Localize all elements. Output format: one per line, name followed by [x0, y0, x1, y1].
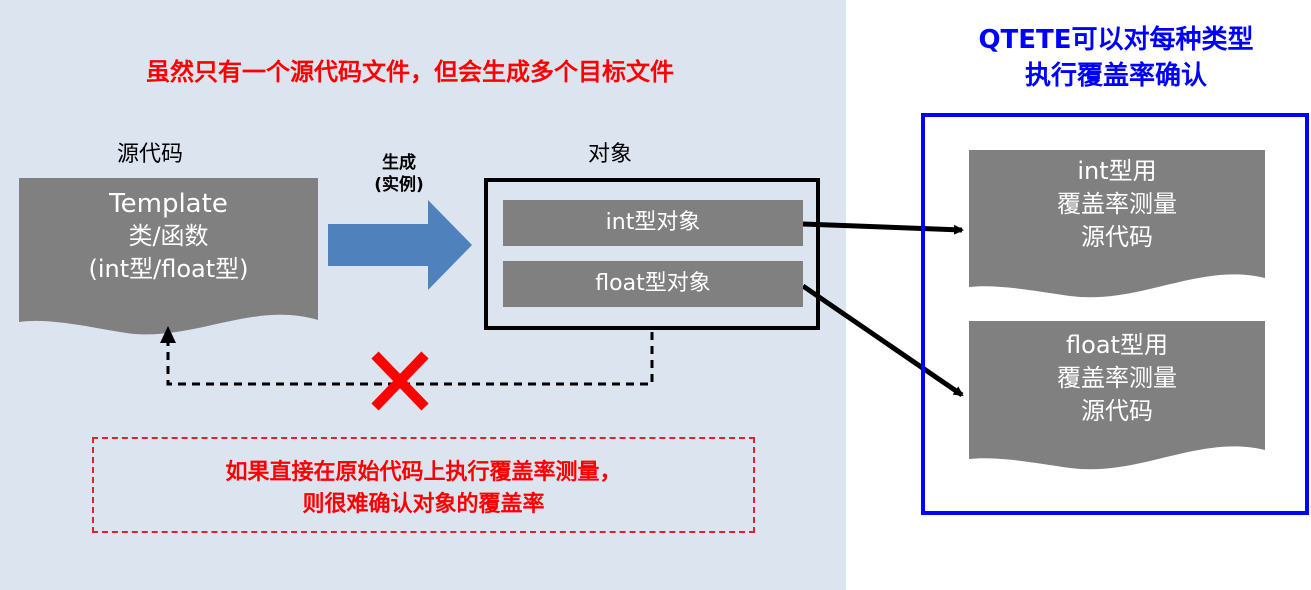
float-coverage-document: float型用 覆盖率测量 源代码	[969, 329, 1265, 428]
generate-label-line: (实例)	[374, 175, 424, 195]
object-label: 对象	[587, 142, 632, 167]
feedback-dashed-line	[166, 332, 654, 386]
generate-label: 生成 (实例)	[349, 152, 449, 196]
feedback-arrowhead	[160, 326, 176, 343]
coverage-doc-line: 源代码	[1081, 223, 1153, 251]
generate-arrow	[328, 200, 472, 290]
warning-box: 如果直接在原始代码上执行覆盖率测量， 则很难确认对象的覆盖率	[92, 437, 755, 533]
source-document: Template 类/函数 (int型/float型)	[19, 188, 318, 286]
objects-frame	[484, 178, 820, 330]
generate-label-line: 生成	[382, 153, 416, 173]
float-object-arrow	[801, 283, 964, 398]
source-doc-line: (int型/float型)	[88, 255, 249, 283]
source-code-label: 源代码	[116, 142, 183, 167]
float-object-box: float型对象	[503, 261, 803, 307]
coverage-doc-line: 覆盖率测量	[1057, 190, 1177, 218]
int-object-arrow	[802, 221, 964, 235]
warning-line: 则很难确认对象的覆盖率	[302, 492, 545, 517]
source-doc-line: Template	[109, 189, 228, 219]
right-title-line: QTETE可以对每种类型	[978, 25, 1254, 55]
coverage-frame	[921, 113, 1309, 515]
source-document-shape	[19, 178, 318, 335]
int-object-box: int型对象	[503, 200, 803, 246]
int-coverage-document: int型用 覆盖率测量 源代码	[969, 155, 1265, 254]
right-title: QTETE可以对每种类型 执行覆盖率确认	[920, 22, 1311, 94]
coverage-document-shape	[969, 321, 1265, 470]
coverage-doc-line: 源代码	[1081, 397, 1153, 425]
source-doc-line: 类/函数	[128, 222, 209, 250]
red-x-icon	[371, 351, 429, 411]
coverage-doc-line: float型用	[1066, 331, 1168, 359]
headline: 虽然只有一个源代码文件，但会生成多个目标文件	[146, 58, 674, 86]
warning-line: 如果直接在原始代码上执行覆盖率测量，	[225, 460, 622, 485]
coverage-document-shape	[969, 150, 1265, 298]
coverage-doc-line: int型用	[1077, 157, 1157, 185]
coverage-doc-line: 覆盖率测量	[1057, 364, 1177, 392]
right-title-line: 执行覆盖率确认	[1024, 61, 1207, 91]
